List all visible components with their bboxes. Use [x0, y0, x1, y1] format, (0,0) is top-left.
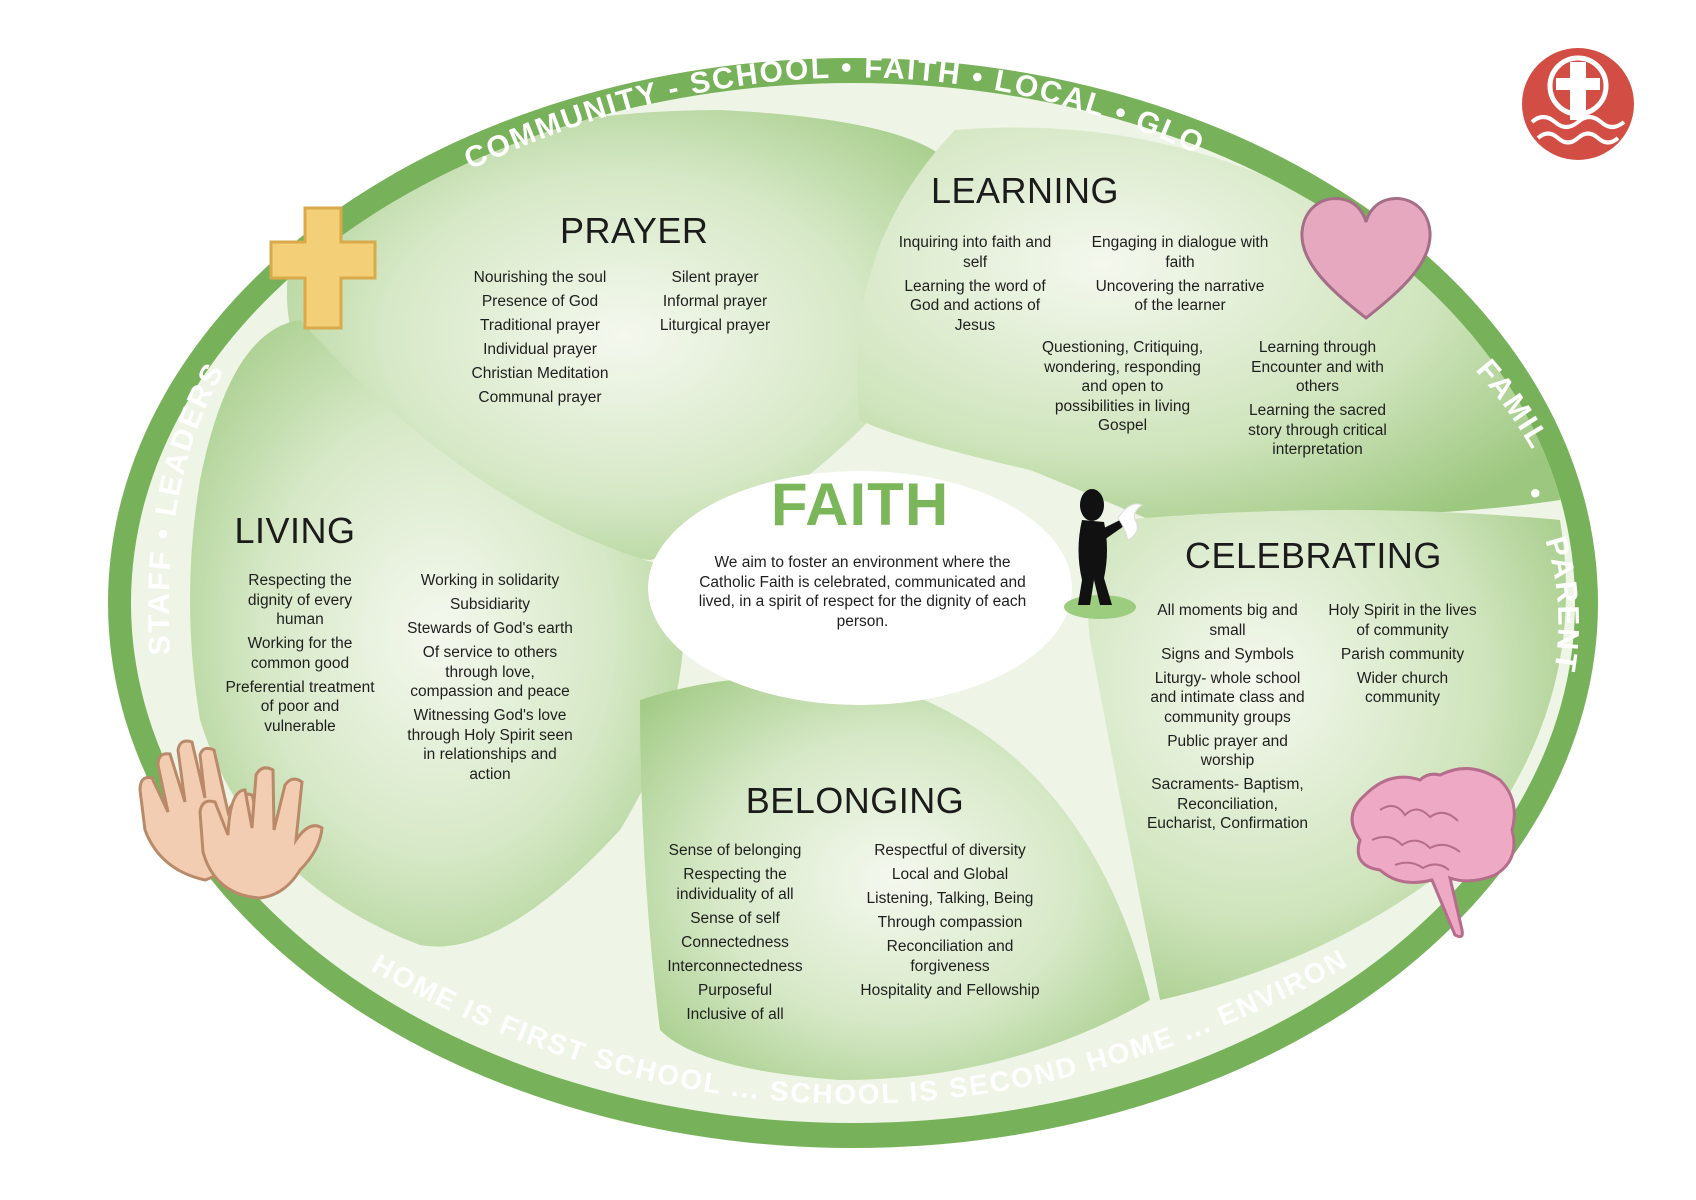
- list-item: Respecting the individuality of all: [676, 866, 794, 903]
- list-item: Presence of God: [481, 293, 599, 310]
- list-item: Inclusive of all: [686, 1005, 784, 1023]
- list-item: Public prayer and worship: [1167, 732, 1288, 770]
- center-text: We aim to foster an environment where th…: [698, 554, 1027, 630]
- celebrating-title: CELEBRATING: [1185, 535, 1442, 576]
- list-item: Sense of self: [690, 909, 780, 927]
- list-item: Questioning, Critiquing, wondering, resp…: [1041, 339, 1204, 434]
- belonging-title: BELONGING: [745, 780, 965, 821]
- list-item: Wider church community: [1356, 669, 1449, 707]
- petal-learning: [857, 127, 1560, 520]
- list-item: Learning through Encounter and with othe…: [1251, 339, 1384, 395]
- list-item: Christian Meditation: [471, 365, 609, 382]
- list-item: Holy Spirit in the lives of community: [1328, 602, 1477, 639]
- cross-icon: [269, 206, 377, 330]
- list-item: Communal prayer: [478, 389, 602, 406]
- list-item: Inquiring into faith and self: [898, 234, 1052, 271]
- list-item: Individual prayer: [483, 341, 597, 358]
- learning-col3: Questioning, Critiquing, wondering, resp…: [1040, 338, 1205, 440]
- list-item: Of service to others through love, compa…: [410, 644, 570, 700]
- list-item: All moments big and small: [1157, 602, 1298, 639]
- list-item: Informal prayer: [662, 293, 768, 310]
- list-item: Reconciliation and forgiveness: [886, 938, 1014, 975]
- list-item: Sense of belonging: [668, 842, 802, 859]
- list-item: Learning the word of God and actions of …: [904, 277, 1046, 334]
- living-title: LIVING: [234, 510, 356, 551]
- list-item: Respecting the dignity of every human: [247, 572, 353, 628]
- list-item: Learning the sacred story through critic…: [1248, 402, 1387, 458]
- school-logo-icon: [1522, 48, 1634, 160]
- list-item: Working for the common good: [247, 635, 353, 672]
- list-item: Interconnectedness: [667, 957, 803, 975]
- list-item: Preferential treatment of poor and vulne…: [225, 678, 375, 735]
- petal-belonging: [640, 677, 1150, 1080]
- petal-celebrating: [1088, 510, 1566, 1000]
- list-item: Parish community: [1340, 645, 1465, 663]
- list-item: Through compassion: [877, 914, 1023, 931]
- list-item: Listening, Talking, Being: [866, 890, 1034, 907]
- center-title: FAITH: [770, 471, 950, 538]
- hands-icon: [138, 739, 324, 900]
- heart-icon: [1300, 197, 1432, 320]
- list-item: Liturgical prayer: [659, 317, 771, 334]
- list-item: Engaging in dialogue with faith: [1091, 234, 1269, 271]
- list-item: Signs and Symbols: [1161, 645, 1294, 663]
- learning-col4: Learning through Encounter and with othe…: [1235, 338, 1400, 464]
- list-item: Liturgy- whole school and intimate class…: [1150, 669, 1305, 726]
- list-item: Uncovering the narrative of the learner: [1095, 277, 1265, 315]
- list-item: Respectful of diversity: [874, 842, 1026, 859]
- prayer-title: PRAYER: [560, 210, 709, 251]
- list-item: Purposeful: [697, 981, 773, 999]
- brain-icon: [1350, 767, 1516, 939]
- learning-title: LEARNING: [930, 170, 1120, 211]
- list-item: Silent prayer: [671, 269, 759, 286]
- list-item: Hospitality and Fellowship: [860, 981, 1040, 999]
- list-item: Connectedness: [681, 933, 789, 951]
- list-item: Sacraments- Baptism, Reconciliation, Euc…: [1146, 776, 1309, 832]
- list-item: Working in solidarity: [420, 572, 560, 589]
- center-ellipse: [648, 471, 1072, 705]
- petal-prayer: [286, 110, 960, 560]
- list-item: Nourishing the soul: [473, 269, 607, 286]
- list-item: Witnessing God's love through Holy Spiri…: [407, 707, 573, 783]
- list-item: Traditional prayer: [479, 317, 601, 334]
- list-item: Subsidiarity: [449, 596, 531, 613]
- ring-text-dot: •: [1530, 477, 1543, 510]
- figure-with-dove-icon: [1064, 489, 1144, 619]
- petal-living: [190, 320, 684, 947]
- list-item: Stewards of God's earth: [407, 620, 573, 637]
- list-item: Local and Global: [891, 866, 1009, 883]
